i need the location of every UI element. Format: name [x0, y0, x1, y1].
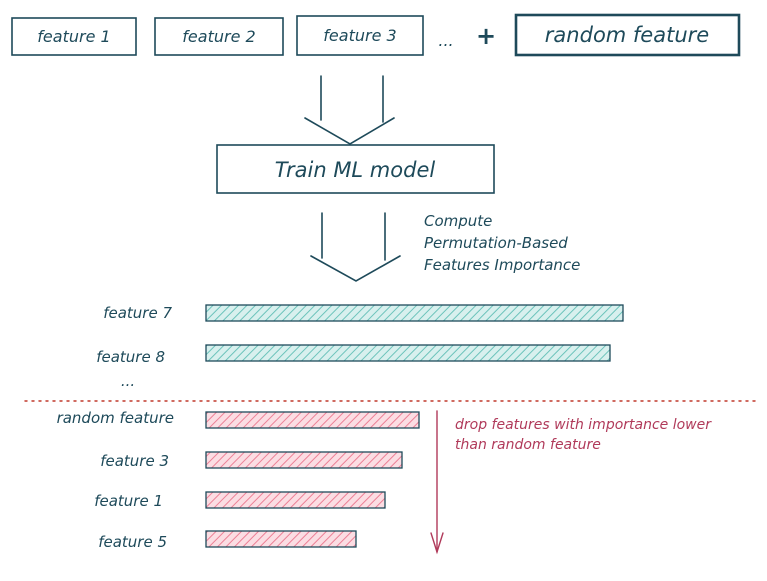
- input-feature-box-2: feature 2: [154, 17, 284, 56]
- importance-bar-feature-1: [205, 491, 386, 509]
- random-feature-label: random feature: [545, 23, 709, 47]
- train-model-box: Train ML model: [216, 144, 495, 194]
- bar-label-feature-1: feature 1: [94, 492, 163, 510]
- importance-bar-feature-8: [205, 344, 611, 362]
- arrow-to-train: [304, 75, 395, 145]
- importance-bar-feature-5: [205, 530, 357, 548]
- bar-list-ellipsis: ...: [121, 372, 135, 390]
- input-feature-label-2: feature 2: [182, 27, 255, 46]
- bar-label-feature-3: feature 3: [100, 452, 169, 470]
- drop-note-line-2: than random feature: [455, 437, 601, 453]
- importance-bar-feature-3: [205, 451, 403, 469]
- input-feature-box-1: feature 1: [11, 17, 137, 56]
- compute-note-line-2: Permutation-Based: [424, 234, 568, 252]
- random-feature-box: random feature: [514, 13, 741, 57]
- input-feature-label-3: feature 3: [323, 26, 396, 45]
- bar-label-feature-5: feature 5: [98, 533, 167, 551]
- drop-down-arrow: [430, 410, 444, 555]
- train-model-label: Train ML model: [275, 158, 436, 182]
- importance-bar-feature-7: [205, 304, 624, 322]
- importance-bar-random-feature: [205, 411, 420, 429]
- bar-label-random-feature: random feature: [57, 409, 174, 427]
- input-ellipsis: ...: [438, 31, 453, 50]
- bar-label-feature-7: feature 7: [103, 304, 172, 322]
- arrow-from-train: [310, 212, 401, 282]
- input-feature-label-1: feature 1: [37, 27, 110, 46]
- compute-note: Compute Permutation-Based Features Impor…: [424, 212, 580, 274]
- input-feature-box-3: feature 3: [296, 15, 424, 56]
- compute-note-line-1: Compute: [424, 212, 492, 230]
- bar-label-feature-8: feature 8: [96, 348, 165, 366]
- drop-features-note: drop features with importance lower than…: [455, 417, 712, 453]
- drop-note-line-1: drop features with importance lower: [455, 417, 712, 433]
- compute-note-line-3: Features Importance: [424, 256, 580, 274]
- plus-sign: +: [476, 22, 496, 50]
